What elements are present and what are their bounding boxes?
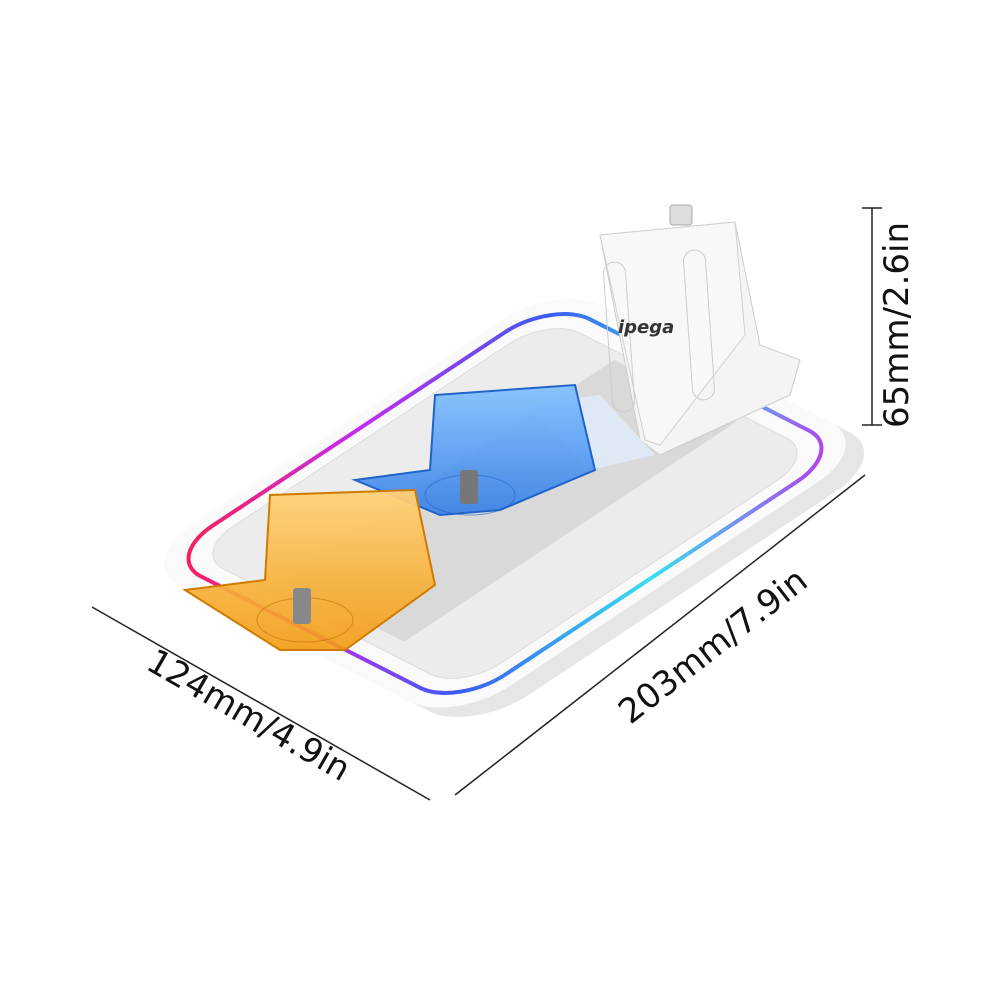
dimension-lines [91, 207, 882, 801]
usb-c-plug [669, 204, 693, 226]
right-controller-cradle [351, 383, 597, 517]
brand-logo: ipega [618, 317, 674, 338]
charging-base [164, 299, 865, 717]
usb-c-connector [460, 470, 478, 504]
controller-stand: ipega [528, 204, 801, 470]
length-dimension-line [454, 474, 866, 796]
usb-c-connector [293, 588, 311, 624]
height-label: 65mm/2.6in [877, 222, 917, 428]
width-label: 124mm/4.9in [140, 641, 357, 789]
left-controller-cradle [182, 488, 437, 651]
width-dimension-line [91, 606, 431, 801]
